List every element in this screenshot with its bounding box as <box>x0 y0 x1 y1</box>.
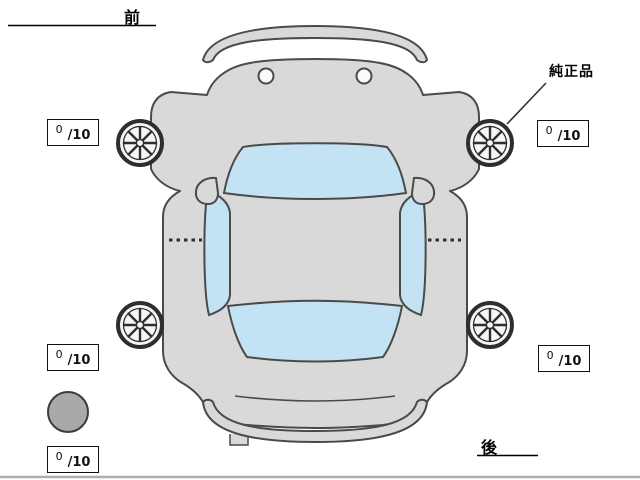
car-body <box>150 58 480 429</box>
front-label: 前 <box>124 8 141 27</box>
tire-score-box-front-right: 0 /10 <box>537 120 589 147</box>
tire-score-value: 0 <box>55 348 63 361</box>
trunk-seam-line <box>234 395 396 402</box>
tire-score-value: 0 <box>55 123 63 136</box>
wheel-rear-left-icon <box>116 301 164 349</box>
tire-score-scale: /10 <box>558 354 582 369</box>
tire-score-scale: /10 <box>67 455 91 470</box>
tire-score-box-spare: 0 /10 <box>47 446 99 473</box>
tire-score-scale: /10 <box>67 128 91 143</box>
tire-score-box-rear-right: 0 /10 <box>538 345 590 372</box>
wheel-rear-right-icon <box>466 301 514 349</box>
genuine-part-pointer-line <box>506 82 547 125</box>
tire-score-scale: /10 <box>67 353 91 368</box>
side-window-right <box>399 188 427 317</box>
tire-score-box-rear-left: 0 /10 <box>47 344 99 371</box>
rear-window <box>226 299 404 363</box>
side-mirror-left <box>194 176 220 206</box>
tire-score-value: 0 <box>545 124 553 137</box>
genuine-part-label: 純正品 <box>549 64 594 80</box>
tire-score-value: 0 <box>546 349 554 362</box>
front-bumper <box>202 25 428 64</box>
tire-score-box-front-left: 0 /10 <box>47 119 99 146</box>
spare-tire-icon <box>47 391 89 433</box>
side-mirror-right <box>410 176 436 206</box>
side-window-left <box>203 188 231 317</box>
tire-score-value: 0 <box>55 450 63 463</box>
rear-label: 後 <box>481 438 498 457</box>
rear-bumper <box>202 398 428 443</box>
wheel-front-right-icon <box>466 119 514 167</box>
wheel-front-left-icon <box>116 119 164 167</box>
windshield <box>222 142 408 200</box>
hood-washer-circles <box>257 67 373 85</box>
exhaust-tab <box>229 434 249 446</box>
tire-score-scale: /10 <box>557 129 581 144</box>
